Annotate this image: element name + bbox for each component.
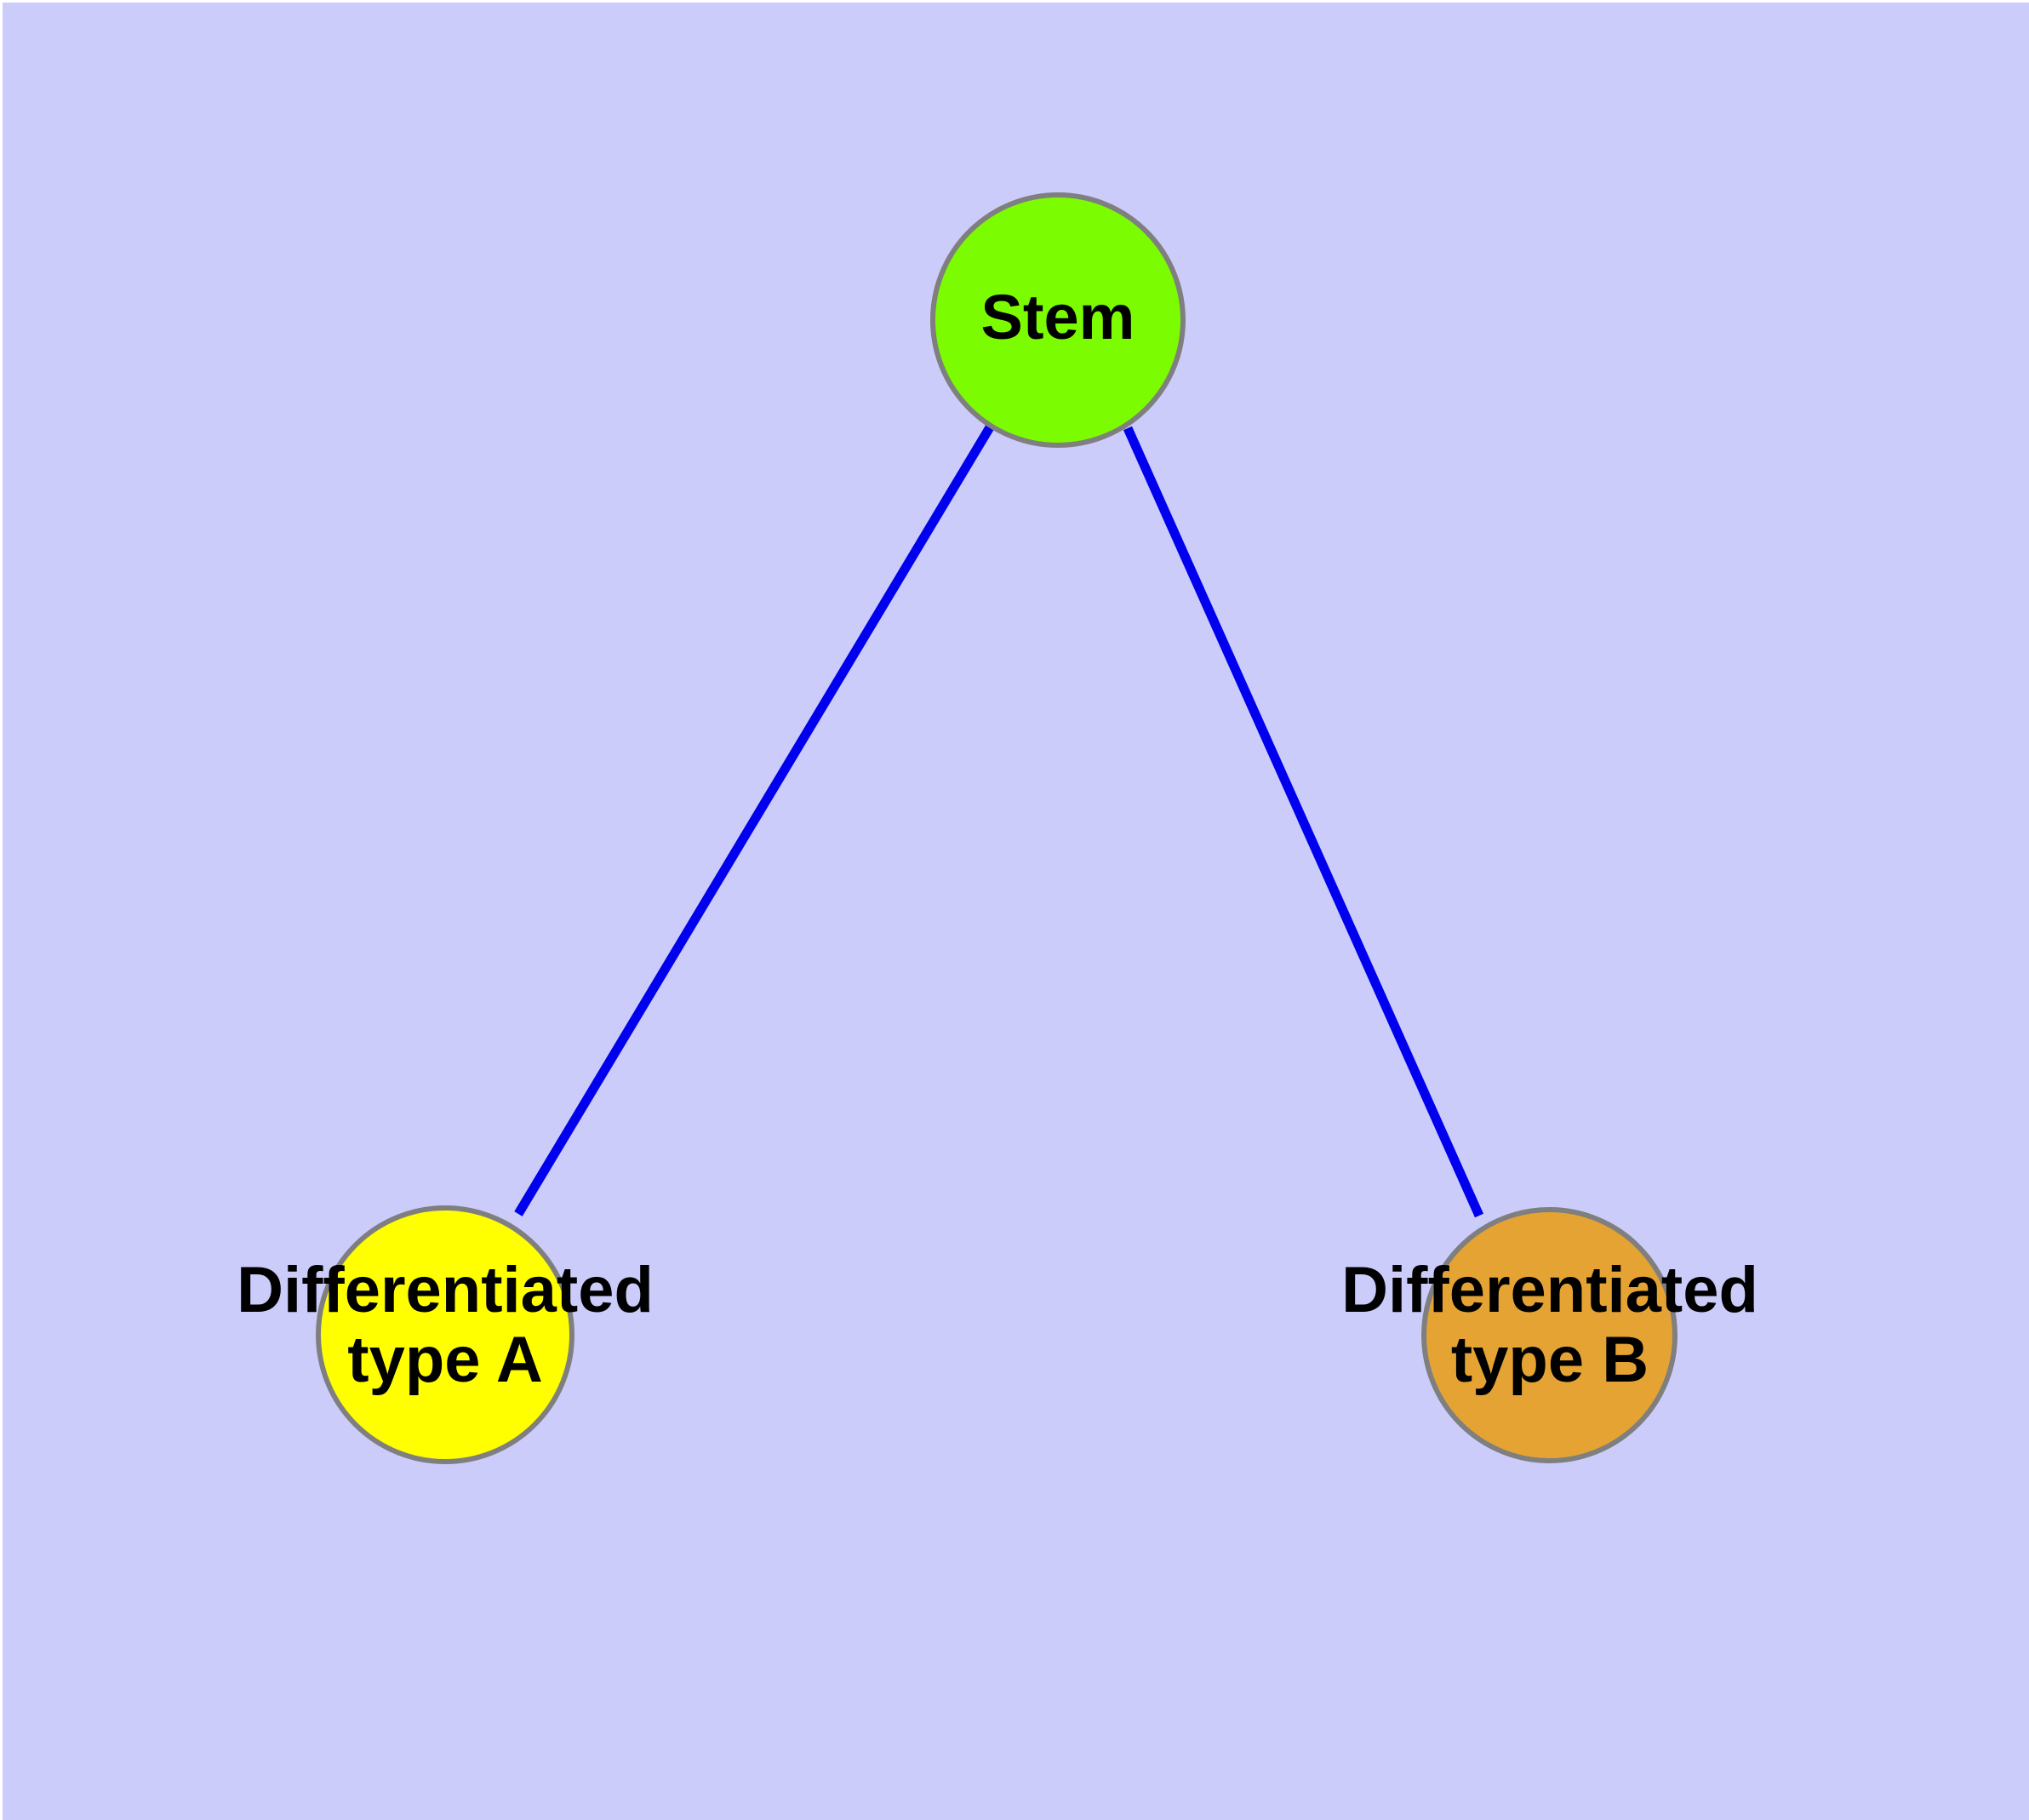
node-differentiated-type-a[interactable] — [316, 1205, 574, 1464]
node-stem[interactable] — [930, 192, 1186, 448]
node-differentiated-type-b[interactable] — [1421, 1207, 1677, 1463]
edge-stem-to-diff-a[interactable] — [514, 425, 994, 1216]
edge-layer — [514, 425, 1484, 1218]
edge-stem-to-diff-b[interactable] — [1123, 426, 1484, 1218]
